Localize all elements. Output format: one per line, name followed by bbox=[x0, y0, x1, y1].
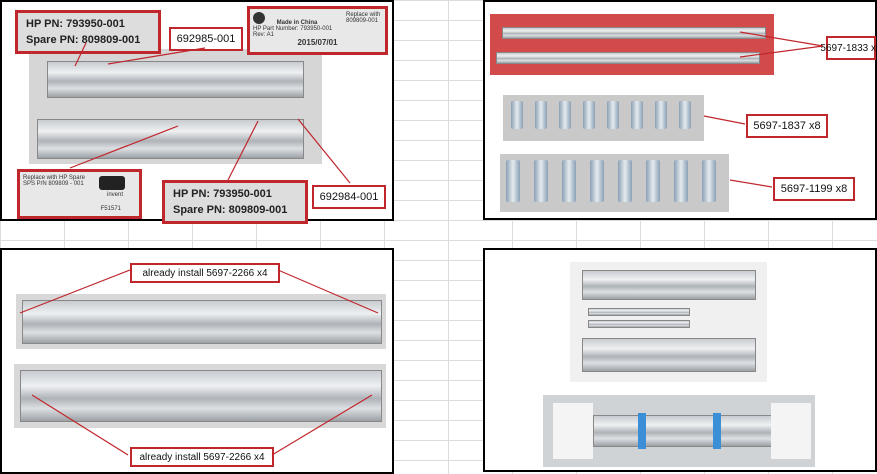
screws-1837-photo bbox=[503, 95, 704, 141]
rev: Rev: A1 bbox=[253, 32, 275, 38]
hp-pn: HP PN: 793950-001 bbox=[26, 18, 125, 30]
rail bbox=[37, 119, 304, 159]
screw bbox=[559, 101, 571, 129]
screw bbox=[511, 101, 523, 129]
rail bbox=[582, 270, 756, 300]
screw bbox=[607, 101, 619, 129]
screw bbox=[562, 160, 576, 202]
screw bbox=[590, 160, 604, 202]
bracket bbox=[502, 27, 766, 39]
brackets-photo bbox=[490, 14, 774, 75]
packaged-kit-photo bbox=[543, 395, 815, 467]
rail bbox=[22, 300, 382, 344]
made-in-china: Made in China bbox=[276, 20, 318, 26]
label-5697-1837: 5697-1837 x8 bbox=[746, 114, 828, 138]
label-already-install-bottom: already install 5697-2266 x4 bbox=[130, 447, 274, 467]
screw bbox=[583, 101, 595, 129]
spare-pn: Spare PN: 809809-001 bbox=[173, 204, 288, 216]
bracket bbox=[588, 320, 690, 328]
screw bbox=[618, 160, 632, 202]
blue-tape bbox=[638, 413, 646, 449]
screw bbox=[631, 101, 643, 129]
invent-text: invent bbox=[106, 192, 123, 198]
hp-part-number: HP Part Number: 793950-001 bbox=[253, 26, 333, 32]
replace-with: Replace with 809809-001 bbox=[346, 12, 381, 24]
date: 2015/07/01 bbox=[297, 38, 338, 47]
label-692984: 692984-001 bbox=[312, 185, 386, 209]
sticker-replace-spare: Replace with HP Spare SPS P/N 809809 - 0… bbox=[17, 169, 142, 219]
blue-tape bbox=[713, 413, 721, 449]
label-already-install-top: already install 5697-2266 x4 bbox=[130, 263, 280, 283]
rail-photo-bottom bbox=[14, 364, 386, 428]
rail bbox=[20, 370, 382, 422]
screw bbox=[702, 160, 716, 202]
replace-line: Replace with HP Spare bbox=[23, 175, 85, 181]
rails-photo bbox=[29, 49, 322, 164]
rail bbox=[47, 61, 304, 98]
panel-kit-contents bbox=[483, 248, 877, 472]
foam-end bbox=[771, 403, 811, 459]
hp-pn: HP PN: 793950-001 bbox=[173, 188, 272, 200]
bracket bbox=[588, 308, 690, 316]
sticker-made-in-china: Made in China Replace with 809809-001 HP… bbox=[247, 6, 388, 55]
label-692985: 692985-001 bbox=[169, 27, 243, 51]
kit-contents-photo bbox=[570, 262, 767, 382]
screw bbox=[534, 160, 548, 202]
panel-installed-screws: already install 5697-2266 x4 already ins… bbox=[0, 248, 394, 474]
sps-pn: SPS P/N 809809 - 001 bbox=[23, 181, 84, 187]
screw bbox=[506, 160, 520, 202]
foam-end bbox=[553, 403, 593, 459]
label-5697-1833: 5697-1833 x2 bbox=[820, 36, 877, 60]
screw bbox=[674, 160, 688, 202]
panel-brackets-screws: 5697-1833 x2 5697-1837 x8 5697-1199 x8 bbox=[483, 0, 877, 220]
screw bbox=[655, 101, 667, 129]
screws-1199-photo bbox=[500, 154, 729, 212]
screw bbox=[646, 160, 660, 202]
rail bbox=[582, 338, 756, 372]
rail bbox=[593, 415, 775, 447]
hp-logo bbox=[253, 12, 265, 24]
screw bbox=[679, 101, 691, 129]
hp-logo bbox=[99, 176, 125, 190]
spare-pn: Spare PN: 809809-001 bbox=[26, 34, 141, 46]
bracket bbox=[496, 52, 760, 64]
screw bbox=[535, 101, 547, 129]
code: F51571 bbox=[100, 206, 121, 212]
rail-photo-top bbox=[16, 294, 386, 349]
label-5697-1199: 5697-1199 x8 bbox=[773, 177, 855, 201]
